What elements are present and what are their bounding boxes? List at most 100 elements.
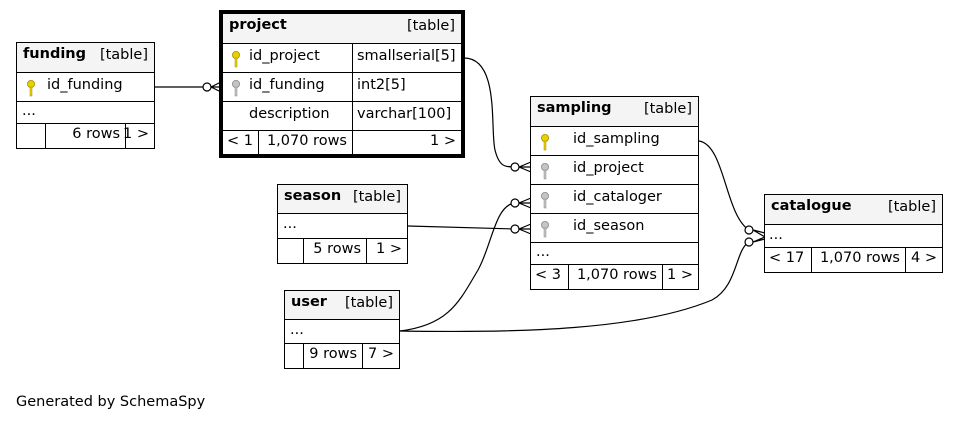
table-footer: 6 rows 1 > bbox=[17, 124, 154, 148]
edge-season-sampling bbox=[407, 225, 516, 230]
column-type: varchar[100] bbox=[357, 106, 452, 122]
parents-count: < 17 bbox=[769, 250, 805, 266]
primary-key-icon bbox=[541, 134, 549, 151]
parents-count: < 1 bbox=[227, 133, 253, 149]
table-type: [table] bbox=[99, 47, 148, 63]
edge-end-circle bbox=[510, 198, 520, 208]
column-row: description varchar[100] bbox=[223, 102, 461, 131]
table-type: [table] bbox=[643, 101, 692, 117]
table-header: season [table] bbox=[278, 185, 407, 214]
table-user[interactable]: user [table] ... 9 rows 7 > bbox=[284, 290, 400, 369]
table-footer: < 3 1,070 rows 1 > bbox=[531, 265, 698, 289]
children-count: 1 > bbox=[667, 267, 693, 283]
table-name: funding bbox=[23, 46, 87, 62]
row-count: 1,070 rows bbox=[819, 250, 900, 266]
ellipsis-row: ... bbox=[285, 320, 399, 344]
column-row: id_season bbox=[531, 214, 698, 243]
ellipsis: ... bbox=[290, 322, 304, 338]
crow-foot bbox=[752, 236, 766, 243]
edge-end-circle bbox=[744, 237, 754, 247]
column-row: id_project smallserial[5] bbox=[223, 44, 461, 73]
children-count: 1 > bbox=[123, 126, 149, 142]
column-name: id_sampling bbox=[573, 131, 660, 147]
foreign-key-icon bbox=[541, 163, 549, 180]
table-header: sampling [table] bbox=[531, 97, 698, 127]
ellipsis-row: ... bbox=[765, 225, 942, 248]
column-name: id_funding bbox=[47, 77, 123, 93]
primary-key-icon bbox=[27, 80, 35, 97]
edge-project-sampling bbox=[463, 57, 516, 168]
column-type: smallserial[5] bbox=[357, 48, 456, 64]
table-name: sampling bbox=[537, 100, 612, 116]
crow-foot bbox=[518, 223, 532, 235]
table-type: [table] bbox=[406, 18, 455, 34]
column-row: id_project bbox=[531, 156, 698, 185]
column-name: id_project bbox=[573, 160, 644, 176]
table-project[interactable]: project [table] id_project smallserial[5… bbox=[219, 10, 465, 158]
row-count: 1,070 rows bbox=[266, 133, 347, 149]
table-season[interactable]: season [table] ... 5 rows 1 > bbox=[277, 184, 408, 264]
row-count: 1,070 rows bbox=[576, 267, 657, 283]
table-funding[interactable]: funding [table] id_funding ... 6 rows 1 … bbox=[16, 42, 155, 149]
table-type: [table] bbox=[887, 199, 936, 215]
edge-end-circle bbox=[744, 225, 754, 235]
edge-user-catalogue bbox=[399, 241, 750, 333]
column-row: id_sampling bbox=[531, 127, 698, 156]
column-name: id_season bbox=[573, 218, 645, 234]
row-count: 6 rows bbox=[72, 126, 120, 142]
table-header: catalogue [table] bbox=[765, 195, 942, 225]
table-type: [table] bbox=[352, 189, 401, 205]
ellipsis-row: ... bbox=[17, 102, 154, 124]
column-row: id_funding int2[5] bbox=[223, 73, 461, 102]
table-name: project bbox=[229, 17, 287, 33]
ellipsis-row: ... bbox=[531, 243, 698, 265]
edge-end-circle bbox=[510, 162, 520, 172]
ellipsis: ... bbox=[22, 103, 36, 119]
ellipsis: ... bbox=[536, 244, 550, 260]
table-footer: < 1 1,070 rows 1 > bbox=[223, 131, 461, 154]
column-name: id_project bbox=[249, 48, 320, 64]
children-count: 1 > bbox=[430, 133, 456, 149]
crow-foot bbox=[752, 229, 766, 238]
ellipsis-row: ... bbox=[278, 214, 407, 239]
column-name: id_cataloger bbox=[573, 189, 662, 205]
table-header: project [table] bbox=[223, 14, 461, 44]
row-count: 5 rows bbox=[313, 241, 361, 257]
foreign-key-icon bbox=[541, 192, 549, 209]
generated-by-note: Generated by SchemaSpy bbox=[16, 394, 206, 410]
parents-count bbox=[17, 124, 45, 148]
row-count: 9 rows bbox=[309, 346, 357, 362]
column-row: id_funding bbox=[17, 73, 154, 102]
column-name: description bbox=[249, 106, 330, 122]
table-sampling[interactable]: sampling [table] id_sampling id_project … bbox=[530, 96, 699, 290]
ellipsis: ... bbox=[283, 216, 297, 232]
parents-count bbox=[278, 239, 303, 263]
primary-key-icon bbox=[232, 51, 240, 68]
table-name: user bbox=[291, 294, 327, 310]
table-type: [table] bbox=[344, 295, 393, 311]
table-name: catalogue bbox=[771, 198, 852, 214]
edge-end-circle bbox=[510, 224, 520, 234]
column-type: int2[5] bbox=[357, 77, 406, 93]
children-count: 1 > bbox=[376, 241, 402, 257]
table-footer: < 17 1,070 rows 4 > bbox=[765, 248, 942, 272]
table-catalogue[interactable]: catalogue [table] ... < 17 1,070 rows 4 … bbox=[764, 194, 943, 273]
column-row: id_cataloger bbox=[531, 185, 698, 214]
foreign-key-icon bbox=[232, 80, 240, 97]
parents-count: < 3 bbox=[535, 267, 561, 283]
table-footer: 5 rows 1 > bbox=[278, 239, 407, 263]
table-name: season bbox=[284, 188, 342, 204]
table-header: user [table] bbox=[285, 291, 399, 320]
edge-end-circle bbox=[202, 82, 212, 92]
children-count: 7 > bbox=[368, 346, 394, 362]
children-count: 4 > bbox=[911, 250, 937, 266]
column-name: id_funding bbox=[249, 77, 325, 93]
table-footer: 9 rows 7 > bbox=[285, 344, 399, 368]
ellipsis: ... bbox=[769, 227, 783, 243]
parents-count bbox=[285, 344, 303, 368]
crow-foot bbox=[518, 161, 532, 173]
crow-foot bbox=[518, 197, 532, 209]
foreign-key-icon bbox=[541, 221, 549, 238]
table-header: funding [table] bbox=[17, 43, 154, 73]
